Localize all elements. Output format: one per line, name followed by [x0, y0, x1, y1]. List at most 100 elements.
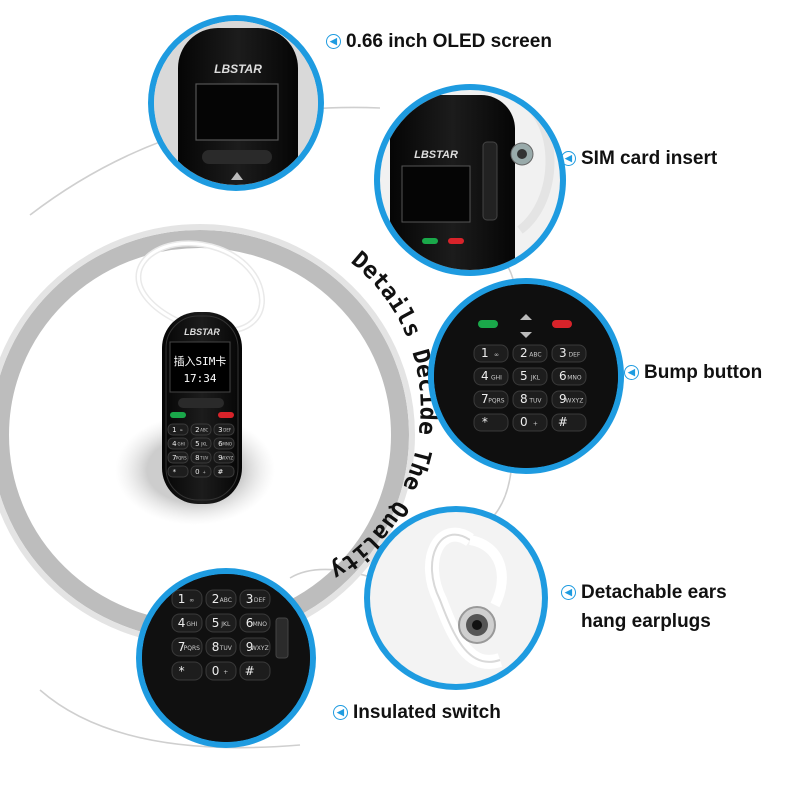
keypad-key — [167, 451, 189, 464]
keypad-key-letters: ∞ — [189, 597, 194, 604]
keypad-key — [190, 451, 212, 464]
keypad-key — [473, 344, 509, 363]
keypad-key-letters: ABC — [529, 352, 541, 359]
keypad-key-letters: GHI — [491, 375, 502, 382]
keypad-key-letters: DEF — [223, 427, 232, 432]
label-insulated-switch: ◀ Insulated switch — [333, 698, 501, 727]
keypad-key — [512, 344, 548, 363]
keypad-key-letters: ABC — [200, 427, 208, 432]
keypad-key-number: 3 — [218, 426, 222, 434]
keypad-key — [171, 589, 203, 609]
keypad-key — [167, 437, 189, 450]
keypad-key — [205, 661, 237, 681]
keypad-key — [512, 367, 548, 386]
keypad-key-number: 7 — [481, 392, 489, 406]
keypad-key-letters: JKL — [530, 375, 541, 382]
keypad-key-letters: TUV — [528, 398, 542, 405]
arrow-left-icon: ◀ — [561, 585, 576, 600]
keypad-key-letters: + — [203, 469, 206, 474]
keypad-key — [171, 637, 203, 657]
keypad-key-number: 7 — [172, 454, 176, 462]
keypad-key-number: 2 — [520, 346, 528, 360]
arrow-left-icon: ◀ — [326, 34, 341, 49]
arrow-left-icon: ◀ — [624, 365, 639, 380]
detail-circle-sim: LBSTAR — [374, 84, 566, 276]
keypad-key — [239, 637, 271, 657]
label-sim-card: ◀ SIM card insert — [561, 144, 717, 173]
keypad-key-letters: WXYZ — [221, 455, 233, 460]
keypad-key-letters: WXYZ — [251, 645, 269, 652]
keypad-key-number: 8 — [520, 392, 528, 406]
keypad-key-letters: + — [223, 669, 228, 676]
keypad-key — [213, 465, 235, 478]
keypad-key — [551, 367, 587, 386]
keypad-key-letters: MNO — [253, 621, 268, 628]
arrow-left-icon: ◀ — [561, 151, 576, 166]
keypad-key-number: 8 — [195, 454, 199, 462]
keypad-key — [205, 637, 237, 657]
keypad-key — [551, 413, 587, 432]
label-oled-screen: ◀ 0.66 inch OLED screen — [326, 27, 552, 56]
keypad-key-letters: DEF — [254, 597, 266, 604]
keypad-key-number: 9 — [559, 392, 567, 406]
keypad-key — [171, 661, 203, 681]
keypad-key — [512, 390, 548, 409]
keypad-key-number: 7 — [178, 640, 186, 654]
keypad-key-number: 1 — [481, 346, 489, 360]
keypad-key — [213, 451, 235, 464]
keypad-key-letters: MNO — [222, 441, 232, 446]
keypad-key — [213, 437, 235, 450]
keypad-key-number: 5 — [212, 616, 220, 630]
keypad-key — [239, 613, 271, 633]
keypad-key-number: # — [245, 664, 255, 678]
keypad-key-number: 8 — [212, 640, 220, 654]
keypad-key-letters: GHI — [186, 621, 197, 628]
keypad-key-number: * — [173, 468, 177, 476]
detail-circle-ears — [364, 506, 548, 690]
keypad-key — [190, 437, 212, 450]
keypad-key — [512, 413, 548, 432]
keypad-key-number: 9 — [246, 640, 254, 654]
keypad-key-number: 9 — [218, 454, 222, 462]
label-bump-button: ◀ Bump button — [624, 358, 762, 387]
screen-text-line2: 17:34 — [183, 372, 216, 385]
keypad-key-letters: JKL — [220, 621, 231, 628]
keypad-key-letters: + — [533, 421, 538, 428]
keypad-key-letters: MNO — [567, 375, 582, 382]
keypad-key-letters: TUV — [199, 455, 208, 460]
label-detachable-ears: ◀ Detachable ears hang earplugs — [561, 578, 727, 636]
keypad-key-number: # — [558, 415, 568, 429]
sim-circle-brand: LBSTAR — [414, 149, 458, 161]
keypad-key — [205, 613, 237, 633]
keypad-key-number: 6 — [559, 369, 567, 383]
keypad-key-letters: PQRS — [184, 645, 201, 652]
keypad-key-letters: TUV — [219, 645, 233, 652]
keypad-key-letters: GHI — [178, 441, 185, 446]
keypad-key-number: 6 — [246, 616, 254, 630]
keypad-key — [167, 465, 189, 478]
keypad-key-number: 3 — [559, 346, 567, 360]
keypad-key — [239, 661, 271, 681]
keypad-key — [551, 390, 587, 409]
screen-text-line1: 插入SIM卡 — [174, 354, 227, 368]
keypad-key-letters: WXYZ — [566, 398, 584, 405]
keypad-key — [167, 423, 189, 436]
keypad-key — [473, 367, 509, 386]
keypad-key — [190, 465, 212, 478]
keypad-key-letters: ∞ — [180, 427, 183, 432]
keypad-key — [473, 413, 509, 432]
keypad-key-letters: JKL — [200, 441, 208, 446]
keypad-key-number: 0 — [520, 415, 528, 429]
keypad-key-number: 4 — [178, 616, 186, 630]
keypad-key-number: * — [482, 415, 488, 429]
keypad-key — [213, 423, 235, 436]
keypad-key-number: 4 — [172, 440, 177, 448]
detail-circle-screen: LBSTAR — [148, 15, 324, 191]
keypad-key-letters: ∞ — [494, 352, 499, 359]
